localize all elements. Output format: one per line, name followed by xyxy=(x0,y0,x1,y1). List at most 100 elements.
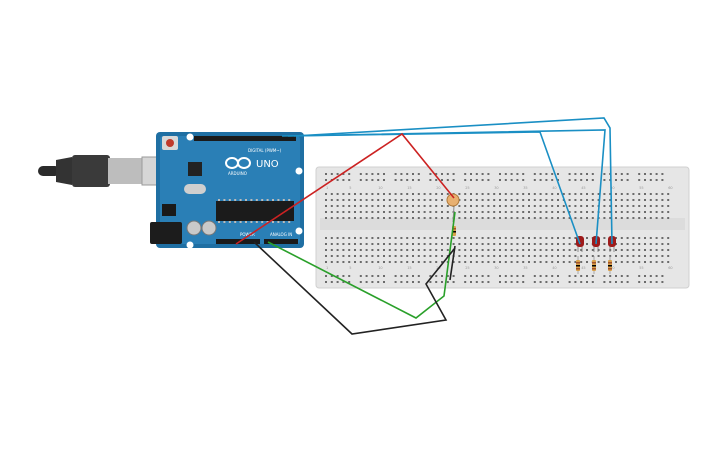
breadboard-hole[interactable] xyxy=(417,281,420,283)
breadboard-hole[interactable] xyxy=(644,211,646,213)
breadboard-hole[interactable] xyxy=(493,217,496,219)
breadboard-hole[interactable] xyxy=(545,261,548,263)
breadboard-hole[interactable] xyxy=(493,211,496,213)
breadboard-hole[interactable] xyxy=(441,205,443,207)
breadboard-hole[interactable] xyxy=(504,249,507,251)
breadboard-hole[interactable] xyxy=(551,255,554,257)
breadboard-hole[interactable] xyxy=(446,275,449,277)
breadboard-hole[interactable] xyxy=(412,237,414,239)
wires[interactable] xyxy=(235,117,613,335)
breadboard-hole[interactable] xyxy=(516,205,519,207)
breadboard-hole[interactable] xyxy=(354,199,356,201)
breadboard-hole[interactable] xyxy=(406,193,409,195)
breadboard-hole[interactable] xyxy=(429,275,432,277)
breadboard-hole[interactable] xyxy=(655,237,658,239)
breadboard-hole[interactable] xyxy=(383,249,385,251)
breadboard-hole[interactable] xyxy=(412,199,414,201)
breadboard-hole[interactable] xyxy=(574,249,577,251)
breadboard-hole[interactable] xyxy=(574,237,577,239)
breadboard-hole[interactable] xyxy=(365,275,368,277)
breadboard-hole[interactable] xyxy=(620,261,623,263)
breadboard-hole[interactable] xyxy=(574,243,577,245)
breadboard-hole[interactable] xyxy=(377,237,380,239)
breadboard-hole[interactable] xyxy=(504,193,507,195)
breadboard-hole[interactable] xyxy=(620,255,623,257)
power-header[interactable] xyxy=(216,239,260,244)
breadboard-hole[interactable] xyxy=(626,281,629,283)
breadboard-hole[interactable] xyxy=(412,217,414,219)
breadboard-hole[interactable] xyxy=(533,199,536,201)
breadboard-hole[interactable] xyxy=(562,261,565,263)
digital-header[interactable] xyxy=(194,136,296,141)
breadboard-hole[interactable] xyxy=(435,179,438,181)
breadboard-hole[interactable] xyxy=(406,255,409,257)
breadboard-hole[interactable] xyxy=(568,173,571,175)
breadboard-hole[interactable] xyxy=(504,261,507,263)
breadboard-hole[interactable] xyxy=(649,205,652,207)
breadboard-hole[interactable] xyxy=(522,243,525,245)
breadboard-hole[interactable] xyxy=(655,249,658,251)
breadboard-hole[interactable] xyxy=(528,199,530,201)
breadboard-hole[interactable] xyxy=(533,281,536,283)
breadboard-hole[interactable] xyxy=(522,217,525,219)
breadboard-hole[interactable] xyxy=(516,255,519,257)
breadboard-hole[interactable] xyxy=(412,261,414,263)
breadboard-hole[interactable] xyxy=(377,211,380,213)
breadboard-hole[interactable] xyxy=(348,173,351,175)
breadboard-hole[interactable] xyxy=(591,205,594,207)
breadboard-hole[interactable] xyxy=(638,237,641,239)
breadboard-hole[interactable] xyxy=(342,237,345,239)
breadboard-hole[interactable] xyxy=(522,261,525,263)
breadboard-hole[interactable] xyxy=(336,193,339,195)
breadboard-hole[interactable] xyxy=(441,281,443,283)
breadboard-hole[interactable] xyxy=(371,211,374,213)
breadboard-hole[interactable] xyxy=(325,255,327,257)
breadboard-hole[interactable] xyxy=(470,211,472,213)
breadboard-hole[interactable] xyxy=(377,179,380,181)
breadboard-hole[interactable] xyxy=(371,275,374,277)
breadboard-hole[interactable] xyxy=(394,237,397,239)
breadboard-hole[interactable] xyxy=(354,237,356,239)
breadboard-hole[interactable] xyxy=(383,243,385,245)
breadboard-hole[interactable] xyxy=(591,275,594,277)
breadboard-hole[interactable] xyxy=(493,205,496,207)
breadboard-hole[interactable] xyxy=(348,217,351,219)
breadboard-hole[interactable] xyxy=(632,193,635,195)
breadboard-hole[interactable] xyxy=(470,281,472,283)
breadboard-hole[interactable] xyxy=(661,243,664,245)
breadboard-hole[interactable] xyxy=(539,275,542,277)
breadboard-hole[interactable] xyxy=(371,249,374,251)
breadboard-hole[interactable] xyxy=(417,243,420,245)
breadboard-hole[interactable] xyxy=(435,217,438,219)
breadboard-hole[interactable] xyxy=(620,243,623,245)
breadboard-hole[interactable] xyxy=(504,281,507,283)
breadboard-hole[interactable] xyxy=(417,275,420,277)
breadboard-hole[interactable] xyxy=(609,211,612,213)
breadboard-hole[interactable] xyxy=(522,173,525,175)
breadboard-hole[interactable] xyxy=(522,237,525,239)
breadboard-hole[interactable] xyxy=(551,199,554,201)
breadboard-hole[interactable] xyxy=(435,193,438,195)
breadboard-hole[interactable] xyxy=(597,261,600,263)
breadboard-hole[interactable] xyxy=(406,237,409,239)
breadboard-hole[interactable] xyxy=(499,205,501,207)
breadboard-hole[interactable] xyxy=(638,173,641,175)
breadboard-hole[interactable] xyxy=(354,249,356,251)
breadboard-hole[interactable] xyxy=(406,261,409,263)
breadboard-hole[interactable] xyxy=(475,249,478,251)
breadboard-hole[interactable] xyxy=(493,243,496,245)
breadboard-hole[interactable] xyxy=(342,261,345,263)
breadboard-hole[interactable] xyxy=(481,261,484,263)
breadboard-hole[interactable] xyxy=(522,275,525,277)
breadboard-hole[interactable] xyxy=(580,281,583,283)
breadboard-hole[interactable] xyxy=(377,205,380,207)
breadboard-hole[interactable] xyxy=(354,243,356,245)
breadboard-hole[interactable] xyxy=(406,281,409,283)
breadboard-hole[interactable] xyxy=(510,281,513,283)
breadboard-hole[interactable] xyxy=(649,249,652,251)
breadboard-hole[interactable] xyxy=(336,249,339,251)
breadboard-hole[interactable] xyxy=(325,237,327,239)
breadboard-hole[interactable] xyxy=(423,211,426,213)
breadboard-hole[interactable] xyxy=(441,173,443,175)
